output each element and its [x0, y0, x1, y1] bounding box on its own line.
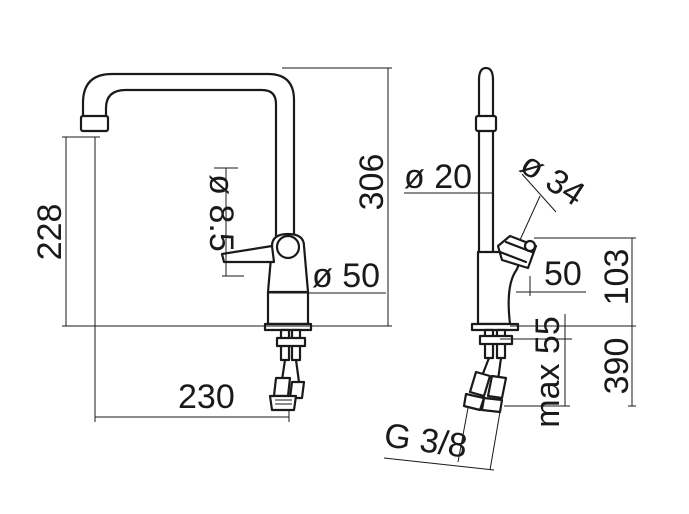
front-hose-right — [294, 358, 301, 384]
front-diameter-pipe-label: ø 8.5 — [202, 174, 240, 251]
front-hose-nut — [268, 394, 298, 412]
side-max-thickness-label: max 55 — [529, 316, 567, 428]
side-thread-label: G 3/8 — [382, 416, 470, 465]
side-hose-nut-right — [480, 396, 504, 414]
side-spout-column — [477, 66, 495, 254]
front-height-spout-label: 228 — [31, 204, 69, 261]
side-hose-fitting-right — [486, 374, 508, 400]
front-spout-outer — [81, 72, 296, 240]
side-diameter-handle-label: ø 34 — [514, 145, 592, 214]
side-offset-label: 50 — [544, 255, 582, 293]
side-base-plate — [470, 322, 520, 332]
side-handle-height-label: 103 — [598, 249, 636, 306]
front-spout-inner — [104, 88, 278, 240]
front-hose-left — [280, 358, 287, 382]
side-view: ø 20 ø 34 50 103 max 55 390 G 3/8 — [382, 66, 636, 471]
front-view: 228 306 ø 8.5 ø 50 230 — [31, 67, 392, 422]
front-lever — [220, 244, 276, 264]
side-hose-nut-left — [462, 392, 486, 412]
side-diameter-spout-label: ø 20 — [404, 158, 472, 196]
front-aerator — [79, 114, 110, 133]
side-aerator — [474, 114, 498, 133]
front-body — [266, 232, 310, 326]
front-diameter-body-label: ø 50 — [312, 257, 380, 295]
front-shank-nut — [275, 336, 307, 348]
side-hose-fitting-left — [468, 370, 492, 398]
front-hose-fitting-left — [272, 376, 292, 398]
front-lever-hinge — [275, 234, 301, 260]
front-hose-fitting-right — [288, 380, 306, 400]
side-hose-length-label: 390 — [598, 338, 636, 395]
front-reach-label: 230 — [178, 378, 235, 416]
side-shank-nut — [478, 334, 514, 346]
side-handle-knob — [523, 239, 537, 253]
front-height-total-label: 306 — [353, 154, 391, 211]
